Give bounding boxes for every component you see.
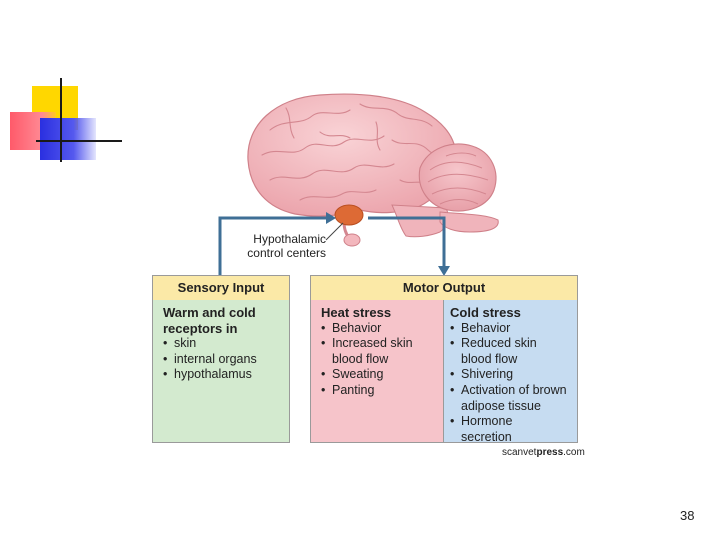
list-item: Shivering bbox=[450, 367, 577, 383]
sensory-input-header: Sensory Input bbox=[153, 276, 289, 300]
sensory-to-hypothalamus-arrowhead bbox=[326, 212, 336, 224]
list-item: Sweating bbox=[321, 367, 443, 383]
hypothalamic-label-line-1: Hypothalamic bbox=[253, 232, 326, 246]
hypothalamus-to-motor-arrowhead bbox=[438, 266, 450, 276]
sensory-title-line-1: Warm and cold bbox=[163, 305, 256, 320]
heat-stress-panel: Heat stress Behavior Increased skinblood… bbox=[311, 300, 444, 442]
motor-output-box: Motor Output Heat stress Behavior Increa… bbox=[310, 275, 578, 445]
list-item: Behavior bbox=[321, 321, 443, 337]
hypothalamus bbox=[334, 204, 364, 226]
hypothalamic-leader-line bbox=[325, 222, 344, 241]
decor-blue-square bbox=[40, 118, 96, 160]
decor-horizontal-line bbox=[36, 140, 122, 142]
list-item: Panting bbox=[321, 383, 443, 399]
heat-stress-title: Heat stress bbox=[321, 305, 392, 320]
cerebellum bbox=[418, 143, 497, 212]
hypothalamic-label: Hypothalamic control centers bbox=[222, 232, 326, 260]
page-number: 38 bbox=[680, 508, 695, 523]
cold-stress-title: Cold stress bbox=[450, 305, 521, 320]
cerebrum bbox=[247, 93, 457, 217]
list-item: hypothalamus bbox=[163, 367, 289, 383]
sensory-input-panel: Warm and cold receptors in skin internal… bbox=[153, 300, 289, 383]
pituitary-gland bbox=[343, 233, 361, 247]
list-item: internal organs bbox=[163, 352, 289, 368]
source-credit: scanvetpress.com bbox=[502, 447, 585, 458]
decor-vertical-line bbox=[60, 78, 62, 162]
motor-output-header: Motor Output bbox=[311, 276, 577, 300]
signal-arrows bbox=[218, 216, 446, 275]
sensory-title-line-2: receptors in bbox=[163, 320, 238, 336]
list-item: Behavior bbox=[450, 321, 577, 337]
sensory-input-box: Sensory Input Warm and cold receptors in… bbox=[152, 275, 290, 443]
hypothalamic-label-line-2: control centers bbox=[247, 246, 326, 260]
list-item: skin bbox=[163, 336, 289, 352]
